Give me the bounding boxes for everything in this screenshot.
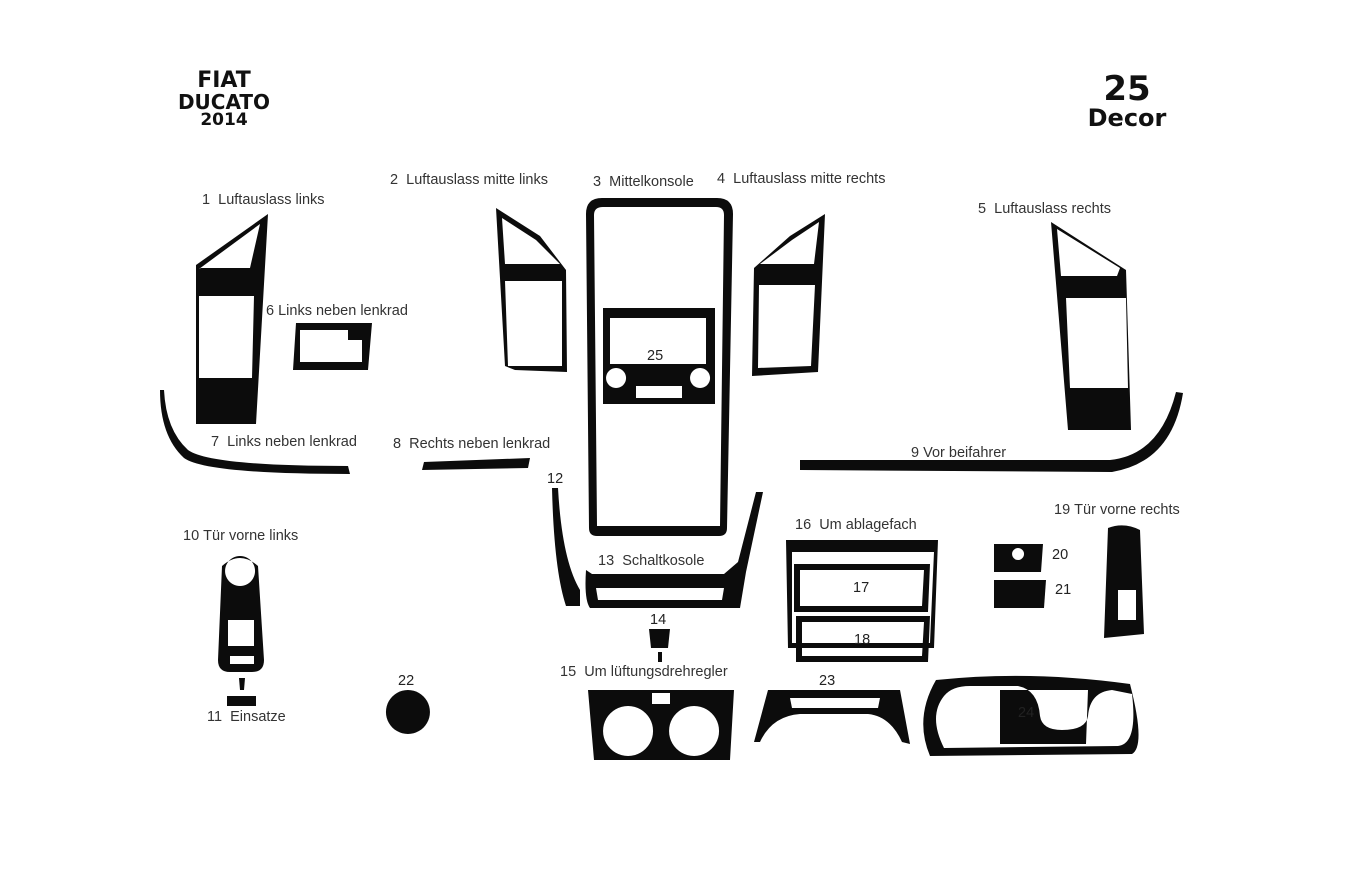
part-6-number: 6 [266, 303, 275, 319]
part-20-number: 20 [1052, 547, 1069, 563]
part-11-callout: 11 Einsatze [207, 709, 286, 725]
part-10-shape [218, 556, 264, 672]
part-3-callout: 3 Mittelkonsole [593, 174, 694, 190]
part-9-number: 9 [911, 445, 920, 461]
part-24-number: 24 [1018, 705, 1035, 721]
part-10-callout: 10 Tür vorne links [183, 528, 298, 544]
part-4-callout: 4 Luftauslass mitte rechts [717, 171, 885, 187]
part-15-number: 15 [560, 664, 577, 680]
part-18-number: 18 [854, 632, 871, 648]
part-7-label: Links neben lenkrad [227, 434, 357, 450]
part-15-shape [588, 690, 734, 760]
part-8-number: 8 [393, 436, 402, 452]
part-19-callout: 19 Tür vorne rechts [1054, 502, 1180, 518]
piece-word: Decor [1087, 104, 1167, 132]
part-25-shape [603, 308, 715, 404]
part-6-shape [293, 323, 372, 370]
part-9-shape [800, 392, 1183, 472]
part-1-callout: 1 Luftauslass links [202, 192, 325, 208]
part-2-callout: 2 Luftauslass mitte links [390, 172, 548, 188]
part-8-callout: 8 Rechts neben lenkrad [393, 436, 550, 452]
part-3-label: Mittelkonsole [609, 174, 694, 190]
part-5-callout: 5 Luftauslass rechts [978, 201, 1111, 217]
part-12-shape [552, 488, 580, 606]
part-2-label: Luftauslass mitte links [406, 172, 548, 188]
part-20-shape [994, 544, 1043, 572]
part-13-label: Schaltkosole [622, 553, 705, 569]
part-13-callout: 13 Schaltkosole [598, 553, 704, 569]
part-21-number: 21 [1055, 582, 1072, 598]
part-24-shape [923, 675, 1139, 756]
vehicle-model: DUCATO [177, 90, 271, 114]
part-8-shape [422, 458, 530, 470]
part-12-number: 12 [547, 471, 564, 487]
part-13-number: 13 [598, 553, 615, 569]
vehicle-title: FIAT DUCATO 2014 [176, 70, 272, 129]
part-3-number: 3 [593, 174, 602, 190]
part-21-shape [994, 580, 1046, 608]
part-14-number: 14 [650, 612, 667, 628]
part-19-label: Tür vorne rechts [1074, 502, 1180, 518]
part-16-number: 16 [795, 517, 812, 533]
part-15-callout: 15 Um lüftungsdrehregler [560, 664, 728, 680]
part-10-label: Tür vorne links [203, 528, 299, 544]
part-22-shape [385, 690, 430, 734]
part-17-shape [794, 564, 930, 612]
part-11-number: 11 [207, 709, 223, 725]
part-4-label: Luftauslass mitte rechts [733, 171, 886, 187]
vehicle-make: FIAT [197, 68, 251, 93]
part-16-callout: 16 Um ablagefach [795, 517, 917, 533]
part-14-shape [649, 629, 670, 662]
part-1-shape [196, 214, 268, 424]
part-7-callout: 7 Links neben lenkrad [211, 434, 357, 450]
part-6-label: Links neben lenkrad [278, 303, 408, 319]
part-16-label: Um ablagefach [819, 517, 917, 533]
piece-count-block: 25 Decor [1082, 72, 1172, 130]
part-6-callout: 6 Links neben lenkrad [266, 303, 408, 319]
part-9-label: Vor beifahrer [923, 445, 1007, 461]
part-23-number: 23 [819, 673, 836, 689]
part-22-number: 22 [398, 673, 415, 689]
vehicle-year: 2014 [200, 110, 248, 130]
part-4-number: 4 [717, 171, 726, 187]
part-19-shape [1104, 525, 1144, 638]
part-23-shape [754, 690, 910, 744]
part-25-number: 25 [647, 348, 664, 364]
part-8-label: Rechts neben lenkrad [409, 436, 551, 452]
part-5-label: Luftauslass rechts [994, 201, 1112, 217]
part-1-label: Luftauslass links [218, 192, 325, 208]
part-18-shape [796, 616, 930, 662]
part-7-number: 7 [211, 434, 220, 450]
part-5-number: 5 [978, 201, 987, 217]
part-17-number: 17 [853, 580, 870, 596]
part-5-shape [1051, 222, 1131, 430]
piece-count: 25 [1103, 69, 1151, 109]
part-15-label: Um lüftungsdrehregler [584, 664, 728, 680]
part-2-number: 2 [390, 172, 399, 188]
part-10-number: 10 [183, 528, 200, 544]
part-1-number: 1 [202, 192, 211, 208]
part-2-shape [496, 208, 567, 372]
part-4-shape [752, 214, 825, 376]
part-11-shape [227, 678, 256, 706]
part-9-callout: 9 Vor beifahrer [911, 445, 1006, 461]
part-13-shape [585, 492, 763, 608]
part-16-shape [786, 540, 938, 648]
part-19-number: 19 [1054, 502, 1071, 518]
part-11-label: Einsatze [230, 709, 286, 725]
